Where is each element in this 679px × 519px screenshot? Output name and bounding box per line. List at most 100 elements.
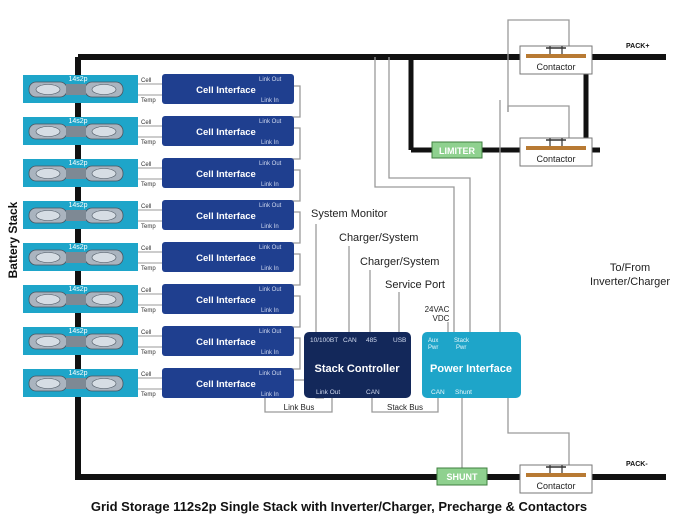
cell-link-icon	[66, 84, 86, 95]
stack-power-wire	[388, 57, 471, 332]
contactor-switch-bar	[526, 54, 586, 58]
cell-label: Cell	[141, 204, 151, 210]
power-interface-can: CAN	[431, 389, 445, 396]
contactor: Contactor	[519, 464, 593, 494]
pack-negative-label: PACK-	[626, 461, 648, 468]
cell-cap-icon	[35, 126, 61, 137]
cell-cap-icon	[91, 126, 117, 137]
cell-interface-box	[162, 158, 294, 188]
module-label: 14s2p	[68, 76, 87, 83]
to-from-label-line2: Inverter/Charger	[590, 276, 670, 288]
contactor-switch-bar	[526, 146, 586, 150]
contactor-box	[519, 45, 593, 75]
shunt-label: SHUNT	[447, 472, 479, 482]
cell-cap-icon	[91, 336, 117, 347]
supply-label-line2: VDC	[433, 314, 450, 323]
shunt: SHUNT	[436, 467, 488, 486]
link-bus-label: Link Bus	[284, 403, 315, 412]
supply-label-line1: 24VAC	[425, 305, 450, 314]
cell-cap-icon	[91, 168, 117, 179]
module-label: 14s2p	[68, 244, 87, 251]
stack-controller-port-usb: USB	[393, 337, 406, 344]
cell-interface-link-out: Link Out	[259, 329, 282, 335]
cell-interface-link-in: Link In	[261, 350, 279, 356]
module-label: 14s2p	[68, 202, 87, 209]
cell-label: Cell	[141, 78, 151, 84]
cell-interface-link-in: Link In	[261, 182, 279, 188]
cell-cap-icon	[35, 252, 61, 263]
signal-wires	[315, 19, 570, 470]
cell-cap-icon	[35, 210, 61, 221]
cell-interface-box	[162, 368, 294, 398]
module-label: 14s2p	[68, 370, 87, 377]
contactor-label: Contactor	[536, 481, 575, 491]
stack-bus-wire	[371, 398, 439, 413]
contactor-label: Contactor	[536, 154, 575, 164]
stack-controller: 10/100BT CAN 485 USB Stack Controller Li…	[304, 332, 411, 398]
limiter-box	[431, 141, 483, 159]
power-interface-stack-pwr-2: Pwr	[456, 345, 466, 351]
temp-label: Temp	[141, 350, 156, 356]
cell-interface-box	[162, 200, 294, 230]
cell-cap-icon	[35, 294, 61, 305]
contactor-box	[519, 137, 593, 167]
cell-cap-icon	[91, 378, 117, 389]
contactor-switch-bar	[526, 473, 586, 477]
contactor: Contactor	[519, 45, 593, 75]
temp-label: Temp	[141, 392, 156, 398]
cell-interface-link-in: Link In	[261, 308, 279, 314]
module-label: 14s2p	[68, 286, 87, 293]
cell-label: Cell	[141, 288, 151, 294]
connection-label-service-port: Service Port	[385, 279, 445, 291]
aux-power-wire	[374, 57, 455, 332]
cell-interface-title: Cell Interface	[196, 169, 256, 180]
cell-link-icon	[66, 252, 86, 263]
module-label: 14s2p	[68, 160, 87, 167]
stack-controller-title: Stack Controller	[315, 363, 401, 375]
power-interface-shunt: Shunt	[455, 389, 472, 396]
cell-cap-icon	[91, 252, 117, 263]
stack-controller-can: CAN	[366, 389, 380, 396]
cell-cap-icon	[35, 378, 61, 389]
battery-stack-label: Battery Stack	[6, 201, 20, 278]
cell-link-icon	[66, 378, 86, 389]
cell-interface-title: Cell Interface	[196, 253, 256, 264]
temp-label: Temp	[141, 140, 156, 146]
temp-label: Temp	[141, 98, 156, 104]
connection-label-charger-system-2: Charger/System	[360, 256, 439, 268]
contactor-label: Contactor	[536, 62, 575, 72]
module-label: 14s2p	[68, 328, 87, 335]
cell-label: Cell	[141, 372, 151, 378]
cell-label: Cell	[141, 162, 151, 168]
cell-link-icon	[66, 168, 86, 179]
cell-interface-box	[162, 284, 294, 314]
power-interface-box	[422, 332, 521, 398]
cell-interface-title: Cell Interface	[196, 85, 256, 96]
to-from-label-line1: To/From	[610, 262, 650, 274]
power-interface-aux-pwr-2: Pwr	[428, 345, 438, 351]
diagram-caption: Grid Storage 112s2p Single Stack with In…	[91, 499, 587, 514]
cell-cap-icon	[35, 336, 61, 347]
cell-cap-icon	[91, 84, 117, 95]
cell-link-icon	[66, 210, 86, 221]
cell-interface-link-in: Link In	[261, 392, 279, 398]
cell-interface-title: Cell Interface	[196, 127, 256, 138]
stack-controller-port-ethernet: 10/100BT	[310, 337, 338, 344]
cell-cap-icon	[91, 210, 117, 221]
cell-interface-box	[162, 116, 294, 146]
stack-controller-port-can: CAN	[343, 337, 357, 344]
cell-interface-link-out: Link Out	[259, 371, 282, 377]
cell-interface-box	[162, 242, 294, 272]
temp-label: Temp	[141, 308, 156, 314]
